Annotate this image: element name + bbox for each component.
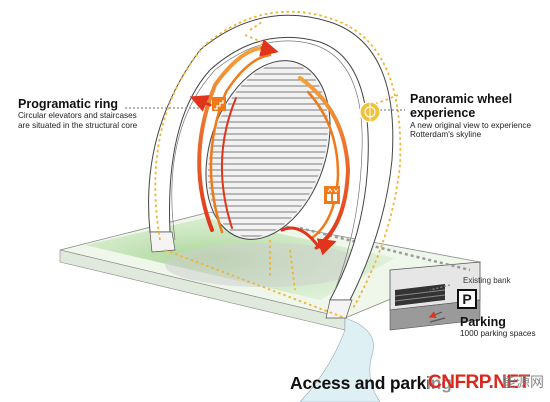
outer-ring	[148, 14, 394, 319]
programmatic-ring-desc-2: are situated in the structural core	[18, 120, 138, 130]
panoramic-wheel-desc-2: Rotterdam's skyline	[410, 130, 482, 140]
panoramic-wheel-title-1: Panoramic wheel	[410, 92, 513, 106]
panoramic-wheel-icon	[359, 101, 381, 123]
staircase-icon	[212, 97, 226, 111]
parking-desc: 1000 parking spaces	[460, 329, 536, 339]
programmatic-ring-title: Programatic ring	[18, 97, 119, 111]
existing-bank-label: Existing bank	[463, 276, 511, 285]
panoramic-wheel-label: Panoramic wheel experience A new origina…	[410, 92, 548, 140]
programmatic-ring-desc-1: Circular elevators and staircases	[18, 111, 137, 121]
ring-shadow	[165, 243, 365, 287]
parking-label: Parking 1000 parking spaces	[460, 315, 550, 339]
elevator-icon	[324, 186, 340, 204]
parking-sign-icon: P	[457, 289, 477, 309]
callout-lines	[125, 107, 451, 291]
parking-title: Parking	[460, 315, 506, 329]
circulation-arrows	[189, 39, 351, 256]
panoramic-wheel-title-2: experience	[410, 106, 476, 121]
watermark: CNFRP.NET 能源网	[428, 368, 550, 398]
programmatic-ring-label: Programatic ring Circular elevators and …	[18, 97, 188, 130]
access-and-parking-title: Access and parking	[290, 373, 452, 393]
panoramic-wheel-desc-1: A new original view to experience	[410, 120, 532, 130]
watermark-logo: CNFRP.NET	[428, 372, 530, 393]
watermark-mark: 能源网	[502, 374, 544, 390]
dotted-paths	[154, 10, 402, 319]
